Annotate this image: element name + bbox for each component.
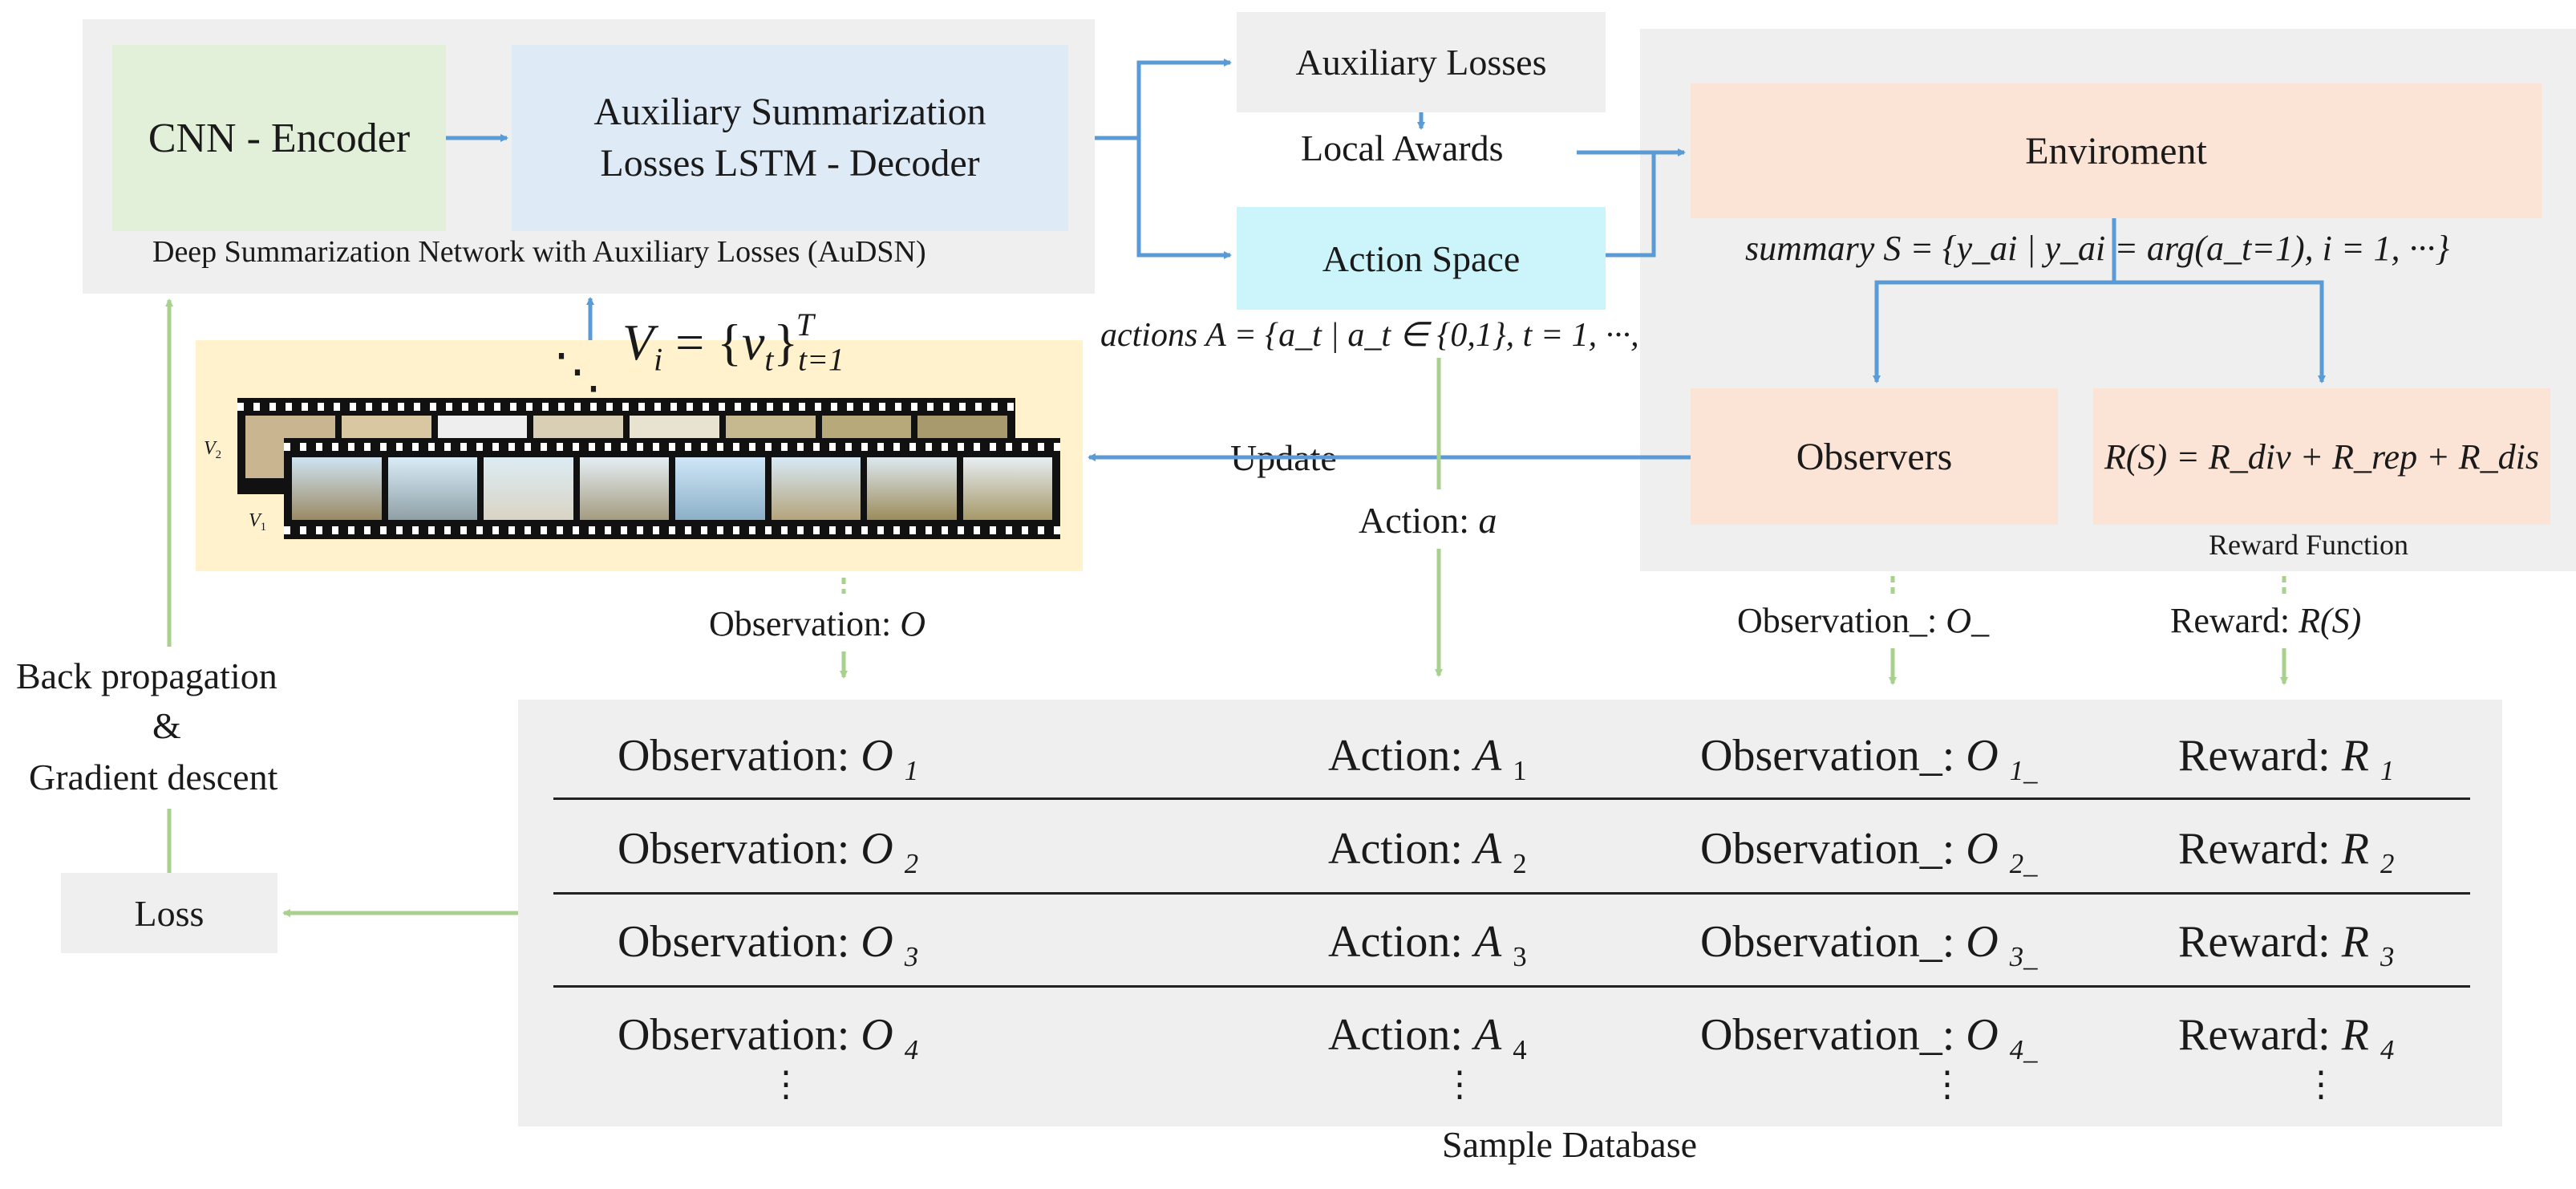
cnn-encoder-label: CNN - Encoder [148, 115, 411, 161]
audsn-split-arrow [1095, 59, 1232, 140]
observers-box: Observers [1691, 388, 2058, 525]
db-rew-2: Reward: R 2 [2178, 824, 2395, 880]
db-rew-1: Reward: R 1 [2178, 731, 2395, 787]
summary-formula-text: summary S = {y_ai | y_ai = arg(a_t=1), i… [1745, 229, 2450, 268]
audsn-caption: Deep Summarization Network with Auxiliar… [152, 235, 926, 269]
db-vdots: ⋮ [1930, 1065, 1965, 1104]
db-obs-4: Observation: O 4 [618, 1010, 919, 1066]
action-space-box: Action Space [1237, 207, 1606, 310]
backprop-line3: Gradient descent [29, 757, 278, 797]
loss-box: Loss [61, 873, 277, 953]
sample-database-caption: Sample Database [1442, 1124, 1698, 1165]
filmstrip-v2-label: V2 [204, 438, 222, 462]
reward-label: Reward: R(S) [2170, 601, 2362, 640]
db-act-4: Action: A 4 [1328, 1010, 1527, 1066]
action-label: Action: a [1359, 500, 1497, 541]
filmstrip-v1-label: V1 [249, 510, 267, 534]
observation-next-label: Observation_: O_ [1737, 601, 1990, 640]
observers-label: Observers [1796, 435, 1953, 478]
db-obsn-3: Observation_: O 3_ [1700, 917, 2038, 973]
audsn-to-action-space-arrow [1136, 138, 1232, 259]
backprop-line2: & [152, 705, 181, 746]
video-ellipsis: ⋱ [553, 345, 601, 398]
db-obs-1: Observation: O 1 [618, 731, 919, 787]
lstm-decoder-box: Auxiliary Summarization Losses LSTM - De… [512, 45, 1068, 231]
summary-formula: summary S = {y_ai | y_ai = arg(a_t=1), i… [1745, 228, 2449, 269]
cnn-encoder-box: CNN - Encoder [112, 45, 446, 231]
db-row-divider [553, 892, 2470, 895]
db-obsn-2: Observation_: O 2_ [1700, 824, 2038, 880]
db-vdots: ⋮ [2303, 1065, 2339, 1104]
backprop-line1: Back propagation [16, 655, 277, 696]
environment-label: Enviroment [2025, 129, 2207, 172]
env-to-observers-arrow [1873, 218, 2116, 383]
video-formula: Vi = {vt}t=1T [622, 307, 844, 378]
db-vdots: ⋮ [768, 1065, 804, 1104]
filmstrip-v1 [284, 438, 1060, 539]
reward-function-box: R(S) = R_div + R_rep + R_dis [2093, 388, 2550, 525]
action-space-label: Action Space [1322, 237, 1521, 279]
actions-formula-text: actions A = {a_t | a_t ∈ {0,1}, t = 1, ·… [1100, 317, 1680, 354]
lstm-decoder-line2: Losses LSTM - Decoder [600, 142, 980, 185]
environment-box: Enviroment [1691, 83, 2542, 218]
db-obsn-4: Observation_: O 4_ [1700, 1010, 2038, 1066]
loss-label: Loss [134, 892, 205, 934]
reward-formula: R(S) = R_div + R_rep + R_dis [2104, 436, 2539, 477]
auxiliary-losses-box: Auxiliary Losses [1237, 12, 1606, 112]
db-obsn-1: Observation_: O 1_ [1700, 731, 2038, 787]
db-vdots: ⋮ [1442, 1065, 1477, 1104]
actions-formula: actions A = {a_t | a_t ∈ {0,1}, t = 1, ·… [1100, 314, 1679, 355]
reward-function-caption: Reward Function [2209, 529, 2408, 561]
db-obs-3: Observation: O 3 [618, 917, 919, 973]
observation-label: Observation: O [709, 604, 926, 643]
db-act-2: Action: A 2 [1328, 824, 1527, 880]
db-obs-2: Observation: O 2 [618, 824, 919, 880]
db-rew-3: Reward: R 3 [2178, 917, 2395, 973]
db-rew-4: Reward: R 4 [2178, 1010, 2395, 1066]
db-act-3: Action: A 3 [1328, 917, 1527, 973]
lstm-decoder-line1: Auxiliary Summarization [593, 91, 986, 133]
auxiliary-losses-label: Auxiliary Losses [1295, 42, 1547, 83]
db-row-divider [553, 985, 2470, 988]
local-awards-label: Local Awards [1301, 128, 1504, 168]
db-row-divider [553, 797, 2470, 800]
env-to-reward-arrow [2114, 280, 2326, 383]
sample-database-panel [518, 700, 2502, 1126]
db-act-1: Action: A 1 [1328, 731, 1527, 787]
action-space-to-env-arrow [1606, 152, 1656, 258]
